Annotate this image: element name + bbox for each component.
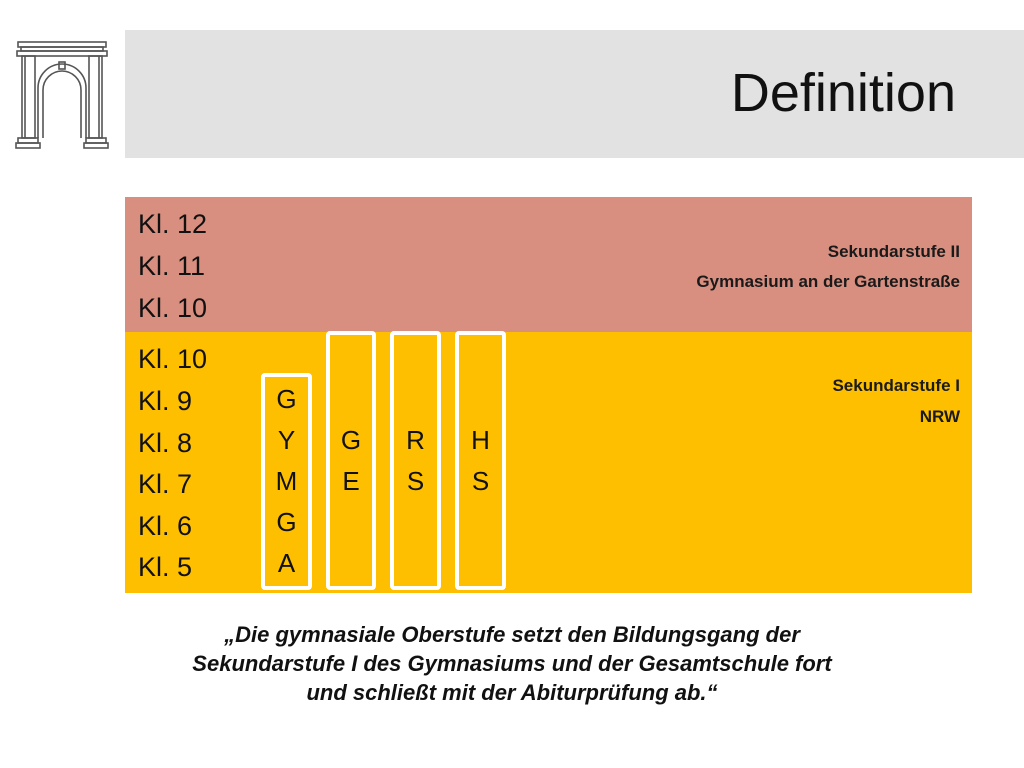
quote-line: „Die gymnasiale Oberstufe setzt den Bild…	[224, 622, 800, 647]
grade-label: Kl. 10	[138, 293, 208, 323]
grade-label: Kl. 7	[138, 469, 193, 499]
school-letter: E	[342, 465, 360, 496]
title-bar	[125, 30, 1024, 158]
quote-line: und schließt mit der Abiturprüfung ab.“	[306, 680, 718, 705]
grade-label: Kl. 12	[138, 209, 208, 239]
upper-band-label-line: Sekundarstufe II	[827, 242, 960, 261]
grade-label: Kl. 10	[138, 344, 208, 374]
quote-line: Sekundarstufe I des Gymnasiums und der G…	[192, 651, 832, 676]
lower-band-label-line: Sekundarstufe I	[832, 376, 960, 395]
building-portal-icon	[14, 40, 110, 150]
school-letter: Y	[277, 425, 296, 455]
school-letter: G	[276, 507, 297, 537]
school-letter: G	[276, 384, 297, 414]
school-letter: G	[340, 424, 362, 455]
school-type-gymnasium: G Y M G A	[261, 373, 312, 590]
sekundarstufe-ii-band	[125, 197, 972, 332]
grade-label: Kl. 11	[138, 251, 206, 281]
sekundarstufe-i-band	[125, 332, 972, 593]
school-type-realschule: R S	[390, 331, 441, 590]
school-letter: S	[471, 465, 490, 496]
page-title: Definition	[730, 63, 956, 123]
grade-label: Kl. 9	[138, 386, 193, 416]
grade-label: Kl. 5	[138, 552, 193, 582]
grade-label: Kl. 6	[138, 511, 193, 541]
lower-band-label-line: NRW	[919, 407, 960, 426]
definition-quote: „Die gymnasiale Oberstufe setzt den Bild…	[120, 620, 904, 707]
school-letter: S	[406, 465, 425, 496]
school-letter: A	[277, 548, 296, 578]
school-type-gesamtschule: G E	[326, 331, 376, 590]
upper-band-label-line: Gymnasium an der Gartenstraße	[696, 272, 960, 291]
school-type-hauptschule: H S	[455, 331, 506, 590]
grade-label: Kl. 8	[138, 428, 193, 458]
school-letter: R	[406, 424, 425, 455]
school-letter: H	[471, 424, 490, 455]
school-letter: M	[275, 466, 298, 496]
